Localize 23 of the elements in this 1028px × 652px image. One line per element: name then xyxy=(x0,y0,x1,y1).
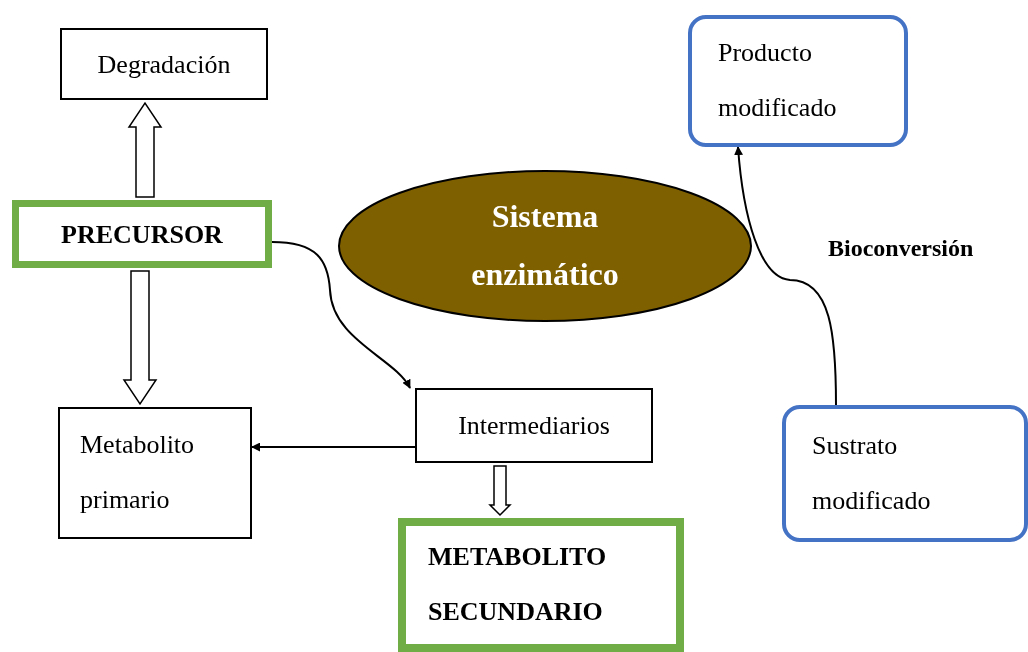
node-text: Degradación xyxy=(97,48,231,81)
node-text: Sustrato modificado xyxy=(812,429,932,517)
node-text: Metabolito primario xyxy=(80,429,196,516)
arrow xyxy=(734,146,837,406)
enzyme-ellipse xyxy=(338,170,752,322)
process-box xyxy=(60,28,268,100)
node-text: Producto modificado xyxy=(718,37,838,124)
process-box xyxy=(415,388,653,463)
node-text: METABOLITO SECUNDARIO xyxy=(428,541,608,628)
arrow xyxy=(251,442,416,452)
hollow-arrow xyxy=(122,270,158,406)
process-label: Bioconversión xyxy=(828,234,974,263)
hollow-arrow xyxy=(127,101,163,198)
process-box xyxy=(58,407,252,539)
node-text: Sistema enzimático xyxy=(470,197,620,294)
node-text: PRECURSOR xyxy=(61,218,223,251)
node-text: Intermediarios xyxy=(458,410,610,442)
arrow xyxy=(271,241,411,389)
hollow-arrow xyxy=(488,465,512,517)
substrate-box xyxy=(782,405,1028,542)
product-box xyxy=(688,15,908,147)
precursor-box xyxy=(12,200,272,268)
secondary-metabolite-box xyxy=(398,518,684,652)
